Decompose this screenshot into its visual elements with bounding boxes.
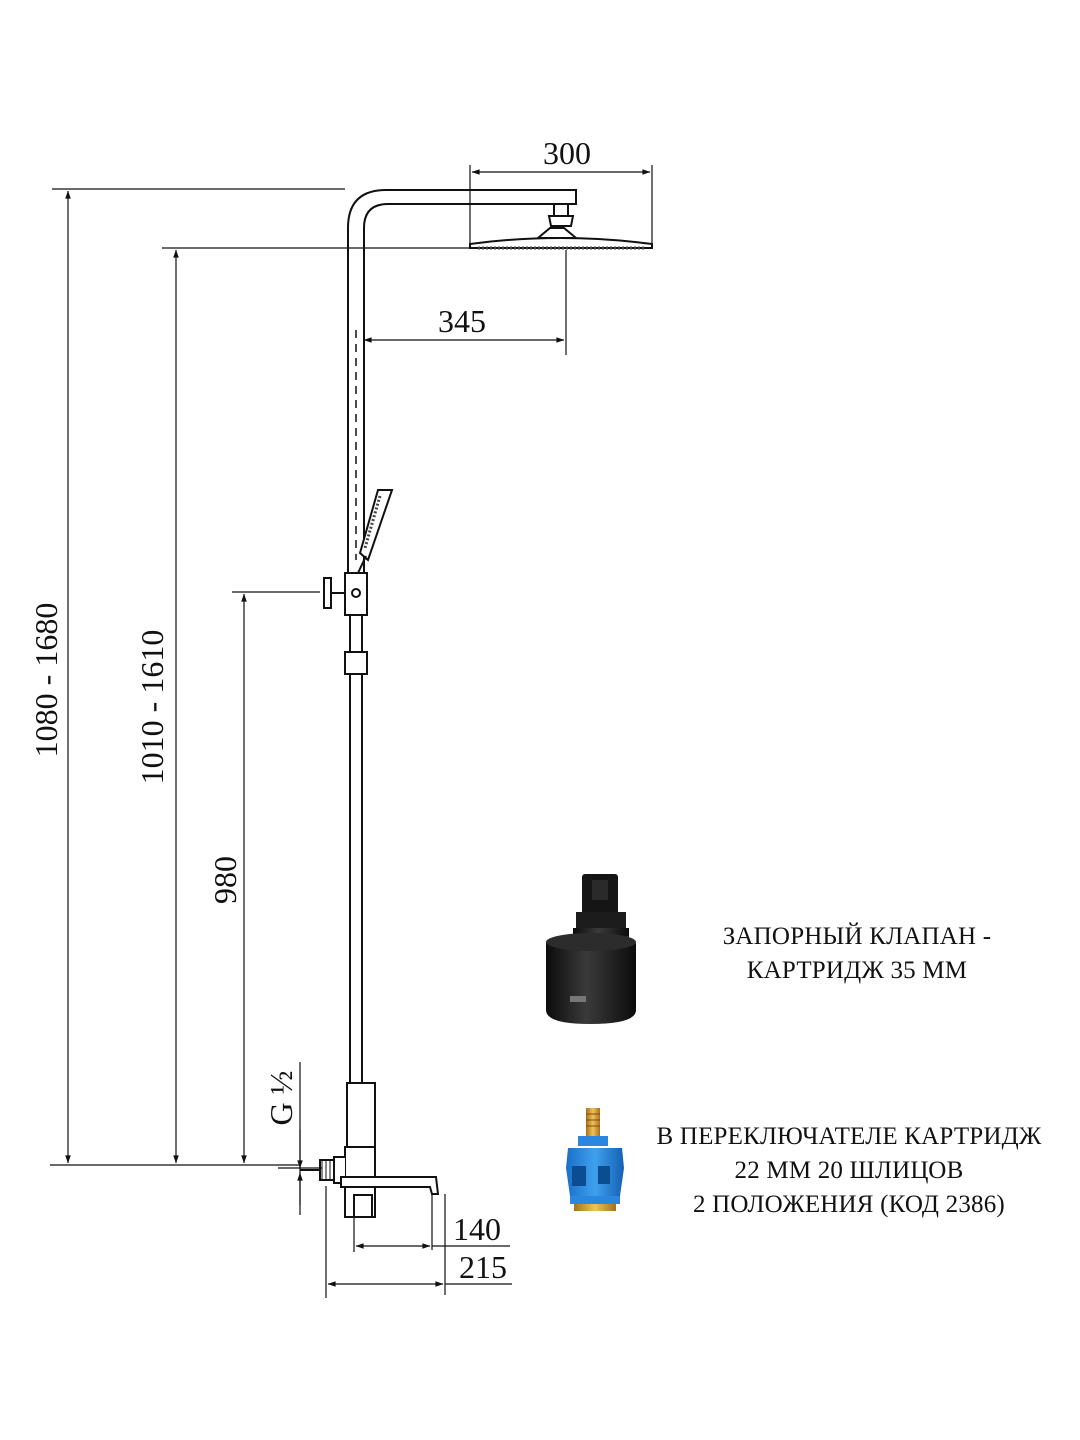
shutoff-caption-line-1: ЗАПОРНЫЙ КЛАПАН -: [722, 923, 992, 950]
label-mixer-depth: 215: [459, 1249, 507, 1285]
rod-sleeve: [346, 1082, 376, 1148]
extension-lines: [50, 165, 653, 1298]
hand-shower-holder: [344, 572, 368, 616]
shutoff-caption-line-2: КАРТРИДЖ 35 ММ: [746, 957, 968, 984]
diverter-caption-line-3: 2 ПОЛОЖЕНИЯ (КОД 2386): [693, 1191, 1005, 1218]
label-head-width: 300: [543, 135, 591, 171]
label-total-height: 1080 - 1680: [28, 603, 64, 758]
head-connector: [553, 203, 569, 217]
label-arm-reach: 345: [438, 303, 486, 339]
riser-pipe: [347, 189, 577, 573]
rod-clamp: [344, 651, 368, 675]
label-inlet-thread: G ½: [263, 1070, 299, 1125]
label-head-height: 1010 - 1610: [134, 630, 170, 785]
shutoff-valve-caption: ЗАПОРНЫЙ КЛАПАН - КАРТРИДЖ 35 ММ: [684, 920, 1030, 988]
diverter-caption: В ПЕРЕКЛЮЧАТЕЛЕ КАРТРИДЖ 22 ММ 20 ШЛИЦОВ…: [614, 1120, 1080, 1222]
blue-cartridge-photo: [566, 1108, 624, 1211]
black-cartridge-photo: [546, 874, 636, 1024]
dimension-lines: [65, 169, 651, 1287]
label-holder-height: 980: [207, 856, 243, 904]
shower-column: [300, 189, 653, 1218]
rain-shower-head: [535, 227, 579, 239]
label-spout-length: 140: [453, 1211, 501, 1247]
diverter-caption-line-2: 22 ММ 20 ШЛИЦОВ: [734, 1157, 964, 1184]
diverter-caption-line-1: В ПЕРЕКЛЮЧАТЕЛЕ КАРТРИДЖ: [656, 1123, 1042, 1150]
